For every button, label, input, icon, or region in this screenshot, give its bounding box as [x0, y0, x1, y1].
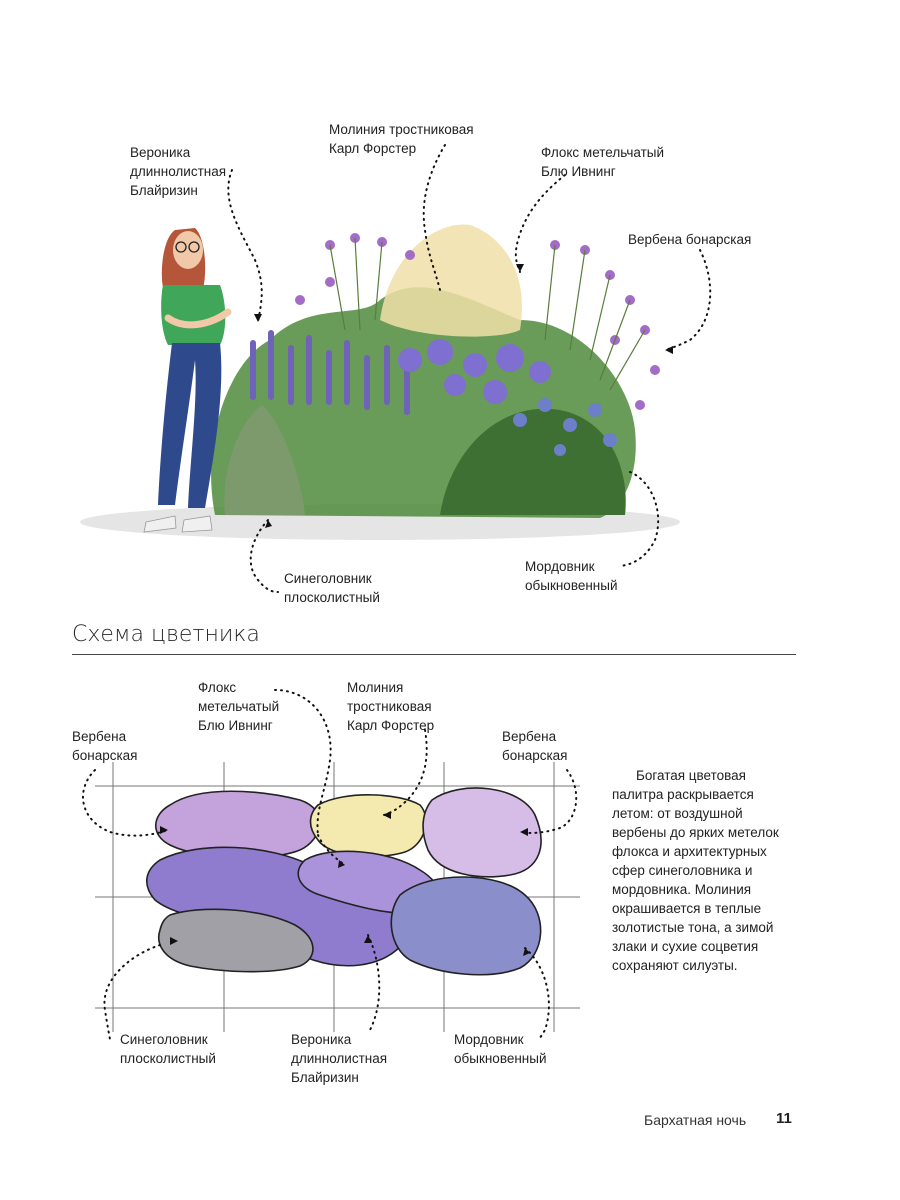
echinops-spheres — [513, 398, 617, 456]
bed-molinia — [309, 794, 427, 858]
label-verbena: Вербена бонарская — [628, 232, 752, 247]
veronica-spikes — [250, 330, 410, 415]
scheme-label-phlox: Флокс метельчатый Блю Ивнинг — [198, 680, 280, 733]
bed-verbena-left — [154, 790, 321, 859]
bed-echinops — [390, 876, 542, 976]
molinia-grass — [380, 224, 522, 337]
woman-figure — [143, 228, 232, 533]
bed-eryngium — [158, 908, 314, 973]
phlox-blooms — [398, 339, 551, 404]
label-echinops: Мордовник обыкновенный — [525, 559, 618, 593]
label-molinia: Молиния тростниковая Карл Форстер — [329, 122, 474, 156]
section-heading: Схема цветника — [72, 622, 260, 647]
scheme-label-verbena-left: Вербена бонарская — [72, 729, 138, 763]
scheme-label-molinia: Молиния тростниковая Карл Форстер — [347, 680, 435, 733]
scheme-beds — [146, 787, 542, 976]
heading-rule — [72, 654, 796, 655]
label-veronica: Вероника длиннолистная Блайризин — [130, 145, 227, 198]
page-number: 11 — [776, 1110, 792, 1127]
scheme-label-veronica: Вероника длиннолистная Блайризин — [291, 1032, 388, 1085]
label-phlox: Флокс метельчатый Блю Ивнинг — [541, 145, 665, 179]
scheme-description: Богатая цветовая палитра раскрывается ле… — [612, 768, 779, 973]
scheme-label-eryngium: Синеголовник плосколистный — [120, 1032, 216, 1066]
scheme-label-echinops: Мордовник обыкновенный — [454, 1032, 547, 1066]
bed-veronica — [146, 846, 414, 967]
running-footer-title: Бархатная ночь — [644, 1112, 747, 1128]
label-eryngium: Синеголовник плосколистный — [284, 571, 380, 605]
scheme-label-verbena-right: Вербена бонарская — [502, 729, 568, 763]
bed-verbena-right — [422, 787, 542, 878]
